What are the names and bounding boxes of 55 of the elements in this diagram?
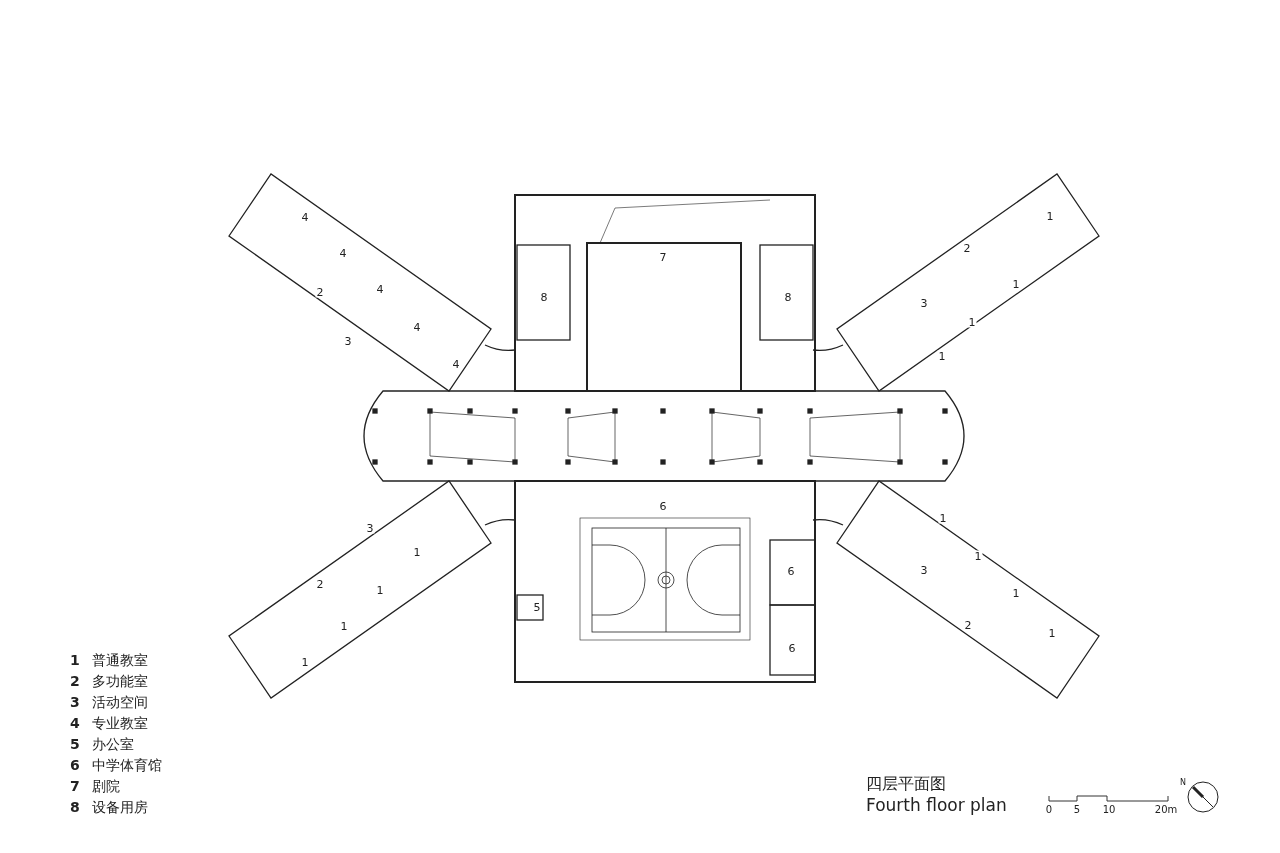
plan-title: 四层平面图 bbox=[866, 776, 946, 792]
key-text: 专业教室 bbox=[92, 716, 148, 730]
room-number: 1 bbox=[1047, 627, 1057, 639]
room-number: 6 bbox=[787, 642, 797, 654]
key-text: 活动空间 bbox=[92, 695, 148, 709]
room-number: 2 bbox=[315, 286, 325, 298]
room-number: 6 bbox=[658, 500, 668, 512]
key-text: 普通教室 bbox=[92, 653, 148, 667]
plan-caption: Fourth floor plan bbox=[866, 797, 1007, 814]
room-number: 1 bbox=[339, 620, 349, 632]
room-number: 1 bbox=[300, 656, 310, 668]
room-number: 8 bbox=[783, 291, 793, 303]
key-text: 剧院 bbox=[92, 779, 120, 793]
key-number: 6 bbox=[70, 758, 80, 772]
key-number: 2 bbox=[70, 674, 80, 688]
room-number: 4 bbox=[375, 283, 385, 295]
room-number: 1 bbox=[412, 546, 422, 558]
room-number: 1 bbox=[973, 550, 983, 562]
key-text: 设备用房 bbox=[92, 800, 148, 814]
scale-value: 5 bbox=[1073, 805, 1081, 815]
key-text: 多功能室 bbox=[92, 674, 148, 688]
room-number: 1 bbox=[1011, 278, 1021, 290]
room-number: 2 bbox=[963, 619, 973, 631]
key-number: 4 bbox=[70, 716, 80, 730]
room-number: 1 bbox=[937, 350, 947, 362]
room-number: 4 bbox=[412, 321, 422, 333]
key-number: 3 bbox=[70, 695, 80, 709]
room-number: 3 bbox=[919, 564, 929, 576]
room-number: 7 bbox=[658, 251, 668, 263]
key-number: 5 bbox=[70, 737, 80, 751]
key-number: 1 bbox=[70, 653, 80, 667]
key-number: 7 bbox=[70, 779, 80, 793]
key-text: 办公室 bbox=[92, 737, 134, 751]
room-number: 4 bbox=[338, 247, 348, 259]
room-number: 1 bbox=[375, 584, 385, 596]
scale-value: 10 bbox=[1102, 805, 1116, 815]
scale-value: 0 bbox=[1045, 805, 1053, 815]
room-number: 1 bbox=[938, 512, 948, 524]
room-number: 3 bbox=[343, 335, 353, 347]
north-label: N bbox=[1180, 779, 1186, 787]
room-number: 4 bbox=[451, 358, 461, 370]
room-number: 8 bbox=[539, 291, 549, 303]
room-number: 2 bbox=[315, 578, 325, 590]
key-number: 8 bbox=[70, 800, 80, 814]
room-number: 3 bbox=[365, 522, 375, 534]
room-number: 1 bbox=[1011, 587, 1021, 599]
room-number: 2 bbox=[962, 242, 972, 254]
room-number: 6 bbox=[786, 565, 796, 577]
room-number: 1 bbox=[1045, 210, 1055, 222]
room-number: 4 bbox=[300, 211, 310, 223]
room-number: 1 bbox=[967, 316, 977, 328]
key-text: 中学体育馆 bbox=[92, 758, 162, 772]
room-number: 5 bbox=[532, 601, 542, 613]
scale-value: 20m bbox=[1154, 805, 1178, 815]
room-number: 3 bbox=[919, 297, 929, 309]
